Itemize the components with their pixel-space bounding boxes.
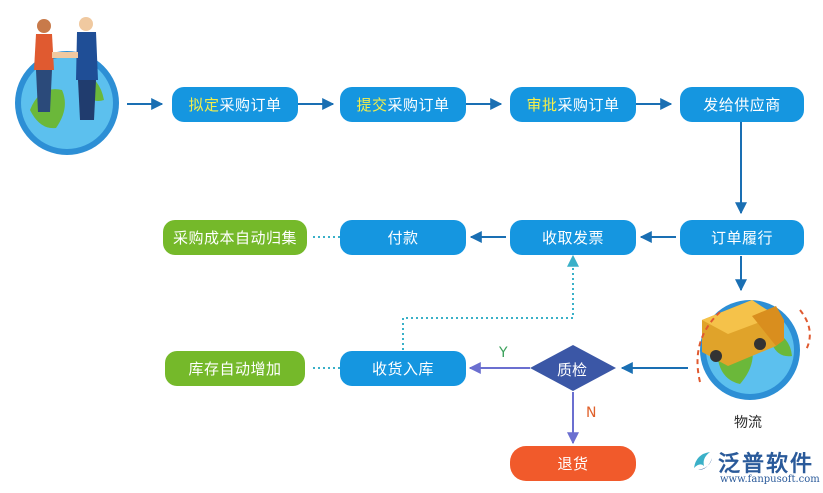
yes-label: Y [499, 345, 508, 361]
no-label: N [586, 405, 597, 421]
quality-check-label: 质检 [557, 361, 588, 379]
brand-name: 泛普软件 [718, 452, 815, 477]
invoice-node: 收取发票 [510, 220, 636, 255]
submit-order-node: 提交采购订单 [340, 87, 466, 122]
draft-order-node: 拟定采购订单 [172, 87, 298, 122]
review-order-node: 审批采购订单 [510, 87, 636, 122]
dotted-arrow [402, 254, 579, 350]
truck-globe-icon [696, 300, 811, 400]
return-node: 退货 [510, 446, 636, 481]
fulfill-order-node: 订单履行 [680, 220, 804, 255]
draft-label: 采购订单 [219, 96, 282, 114]
brand-logo-icon [694, 452, 712, 470]
payment-node: 付款 [340, 220, 466, 255]
quality-check-diamond [530, 345, 616, 391]
inventory-node: 库存自动增加 [165, 351, 305, 386]
brand-logo: 泛普软件 www.fanpusoft.com [690, 446, 820, 490]
logistics-label: 物流 [734, 415, 762, 431]
submit-highlight: 提交 [356, 96, 388, 114]
receive-node: 收货入库 [340, 351, 466, 386]
handshake-globe-icon [15, 17, 119, 155]
draft-highlight: 拟定 [188, 96, 220, 114]
cost-summary-node: 采购成本自动归集 [163, 220, 307, 255]
brand-url: www.fanpusoft.com [720, 474, 820, 485]
submit-label: 采购订单 [387, 96, 450, 114]
review-highlight: 审批 [526, 96, 558, 114]
send-supplier-node: 发给供应商 [680, 87, 804, 122]
review-label: 采购订单 [557, 96, 620, 114]
